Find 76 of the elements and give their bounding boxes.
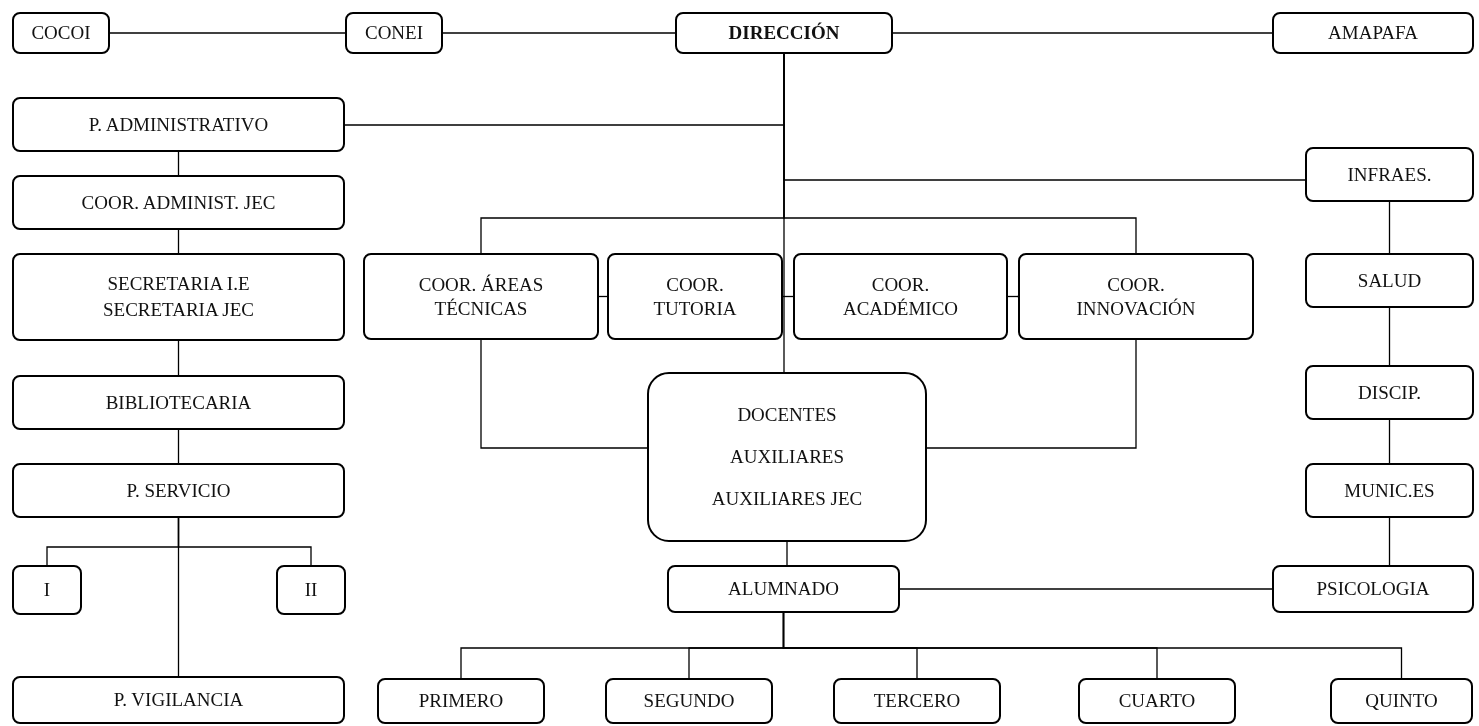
org-box	[833, 678, 1001, 724]
connector-line	[1388, 307, 1391, 366]
org-box	[1305, 147, 1474, 202]
box-label: SECRETARIA JEC	[103, 298, 254, 322]
box-label: PRIMERO	[418, 689, 504, 713]
box-label: II	[304, 578, 318, 602]
connector-line	[177, 340, 180, 376]
connector-line	[899, 588, 1273, 590]
box-label: CUARTO	[1118, 689, 1196, 713]
org-box	[12, 253, 345, 341]
box-label: MUNIC.ES	[1344, 478, 1435, 503]
box-label: SEGUNDO	[643, 689, 735, 713]
org-box	[675, 12, 893, 54]
org-box	[605, 678, 773, 724]
connector-line	[177, 229, 180, 254]
connector-line	[926, 339, 1137, 449]
org-box	[12, 375, 345, 430]
org-box	[1272, 12, 1474, 54]
org-box	[12, 97, 345, 152]
box-label: AUXILIARES	[730, 445, 844, 469]
box-label: SECRETARIA I.E	[107, 272, 250, 296]
org-box	[647, 372, 927, 542]
org-box	[1272, 565, 1474, 613]
connector-line	[109, 32, 346, 34]
connector-line	[177, 517, 180, 677]
connector-line	[892, 32, 1273, 34]
box-label: COOR. TUTORIA	[652, 272, 738, 321]
org-box	[377, 678, 545, 724]
org-box	[667, 565, 900, 613]
connector-line	[782, 612, 1403, 679]
connector-line	[1388, 201, 1391, 254]
org-box	[793, 253, 1008, 340]
org-box	[1305, 463, 1474, 518]
box-label: COOR. ACADÉMICO	[841, 272, 960, 321]
box-label: AMAPAFA	[1328, 21, 1418, 45]
connector-line	[1388, 517, 1391, 566]
box-label: COOR. ÁREAS TÉCNICAS	[417, 272, 545, 321]
org-box	[12, 175, 345, 230]
org-box	[1305, 253, 1474, 308]
box-label: BIBLIOTECARIA	[105, 390, 252, 415]
box-label: COCOI	[31, 21, 91, 45]
box-label: P. VIGILANCIA	[113, 688, 244, 712]
connector-line	[177, 429, 180, 464]
box-label: DISCIP.	[1358, 380, 1421, 405]
box-label: I	[43, 578, 51, 602]
box-label: DOCENTES	[737, 403, 837, 428]
org-box	[276, 565, 346, 615]
box-label: AUXILIARES JEC	[711, 486, 863, 511]
box-label: COOR. INNOVACIÓN	[1075, 272, 1197, 321]
box-label: INFRAES.	[1347, 162, 1432, 187]
connector-line	[442, 32, 676, 34]
org-box	[345, 12, 443, 54]
connector-line	[177, 151, 180, 176]
box-label: SALUD	[1357, 268, 1422, 293]
connector-line	[480, 339, 648, 449]
org-box	[12, 676, 345, 724]
org-box	[12, 565, 82, 615]
org-box	[12, 12, 110, 54]
box-label: CONEI	[364, 21, 424, 45]
box-label: TERCERO	[873, 689, 961, 713]
box-label: COOR. ADMINIST. JEC	[81, 190, 276, 215]
org-box	[1330, 678, 1473, 724]
org-box	[607, 253, 783, 340]
connector-line	[786, 541, 788, 566]
org-box	[12, 463, 345, 518]
org-box	[1305, 365, 1474, 420]
org-box	[363, 253, 599, 340]
box-label: P. SERVICIO	[126, 478, 231, 503]
org-box	[1018, 253, 1254, 340]
org-box	[1078, 678, 1236, 724]
box-label: ALUMNADO	[728, 577, 839, 601]
box-label: QUINTO	[1365, 689, 1438, 713]
box-label: PSICOLOGIA	[1316, 577, 1430, 601]
box-label: DIRECCIÓN	[728, 21, 840, 45]
connector-line	[1388, 419, 1391, 464]
box-label: P. ADMINISTRATIVO	[88, 112, 269, 137]
